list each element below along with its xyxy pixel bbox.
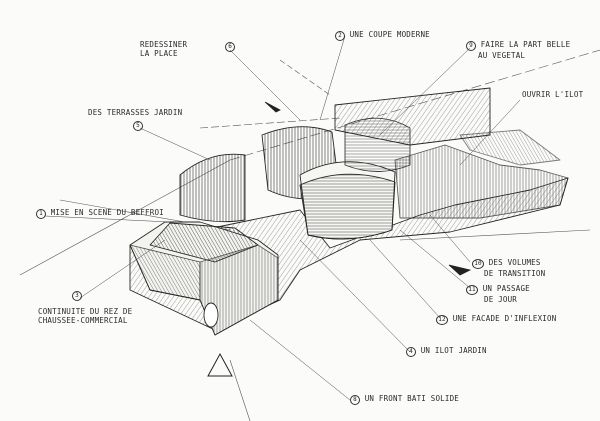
callout-redraw-square: REDESSINER LA PLACE	[140, 40, 187, 58]
callout-text: AU VEGETAL	[478, 51, 526, 60]
callout-text: MISE EN SCENE DU BEFFROI	[50, 208, 164, 217]
callout-number-6: 6	[225, 42, 235, 52]
long-right-block	[394, 144, 569, 219]
callout-inflexion-facade: 12 UNE FACADE D'INFLEXION	[436, 314, 556, 325]
callout-text: DES TERRASSES JARDIN	[88, 108, 183, 117]
front-block-side	[129, 244, 201, 301]
front-block-roof	[149, 222, 259, 263]
callout-num: 3	[72, 291, 82, 301]
transition-volumes	[459, 129, 561, 166]
callout-num: 1	[36, 209, 46, 219]
leader-lines	[44, 35, 521, 401]
callout-solid-front: 8 UN FRONT BATI SOLIDE	[350, 394, 459, 405]
callout-text: DE TRANSITION	[484, 269, 546, 278]
callout-text: DES VOLUMES	[488, 258, 541, 267]
arched-opening	[203, 302, 219, 328]
callout-text: UN ILOT JARDIN	[420, 346, 487, 355]
callout-text: DE JOUR	[484, 295, 518, 304]
building-complex	[129, 87, 569, 336]
callout-num: 9	[466, 41, 476, 51]
callout-text: LA PLACE	[140, 49, 178, 58]
callout-text: UN PASSAGE	[482, 284, 530, 293]
callout-day-passage: 11 UN PASSAGE DE JOUR	[466, 284, 530, 304]
callout-text: UNE FACADE D'INFLEXION	[452, 314, 557, 323]
callout-belfry: 1 MISE EN SCENE DU BEFFROI	[36, 208, 164, 219]
callout-num: 5	[133, 121, 143, 131]
callout-num: 6	[228, 43, 232, 50]
callout-num: 8	[350, 395, 360, 405]
callout-text: UNE COUPE MODERNE	[349, 30, 430, 39]
callout-num: 10	[472, 259, 484, 269]
callout-text: OUVRIR L'ILOT	[522, 90, 584, 99]
north-arrow	[207, 352, 233, 377]
callout-open-block: OUVRIR L'ILOT	[522, 90, 583, 99]
wind-arrows	[264, 101, 472, 276]
callout-text: UN FRONT BATI SOLIDE	[364, 394, 460, 403]
rear-block	[334, 87, 491, 146]
callout-transition-volumes: 10 DES VOLUMES DE TRANSITION	[472, 258, 545, 278]
callout-garden-block: 4 UN ILOT JARDIN	[406, 346, 487, 357]
callout-num: 4	[406, 347, 416, 357]
callout-text: CHAUSSEE-COMMERCIAL	[38, 316, 128, 325]
callout-vegetal: 9 FAIRE LA PART BELLE AU VEGETAL	[466, 40, 570, 60]
callout-num: 12	[436, 315, 448, 325]
callout-modern-cut: 2 UNE COUPE MODERNE	[335, 30, 430, 41]
callout-commercial-ground: 3 CONTINUITE DU REZ DE CHAUSSEE-COMMERCI…	[38, 291, 133, 325]
curved-volume-left	[179, 153, 246, 223]
callout-num: 2	[335, 31, 345, 41]
callout-garden-terraces: DES TERRASSES JARDIN 5	[88, 108, 183, 131]
curved-volume-center-hatch	[299, 173, 396, 240]
callout-num: 11	[466, 285, 478, 295]
callout-text: FAIRE LA PART BELLE	[480, 40, 571, 49]
callout-text: REDESSINER	[140, 40, 188, 49]
callout-text: CONTINUITE DU REZ DE	[38, 307, 133, 316]
